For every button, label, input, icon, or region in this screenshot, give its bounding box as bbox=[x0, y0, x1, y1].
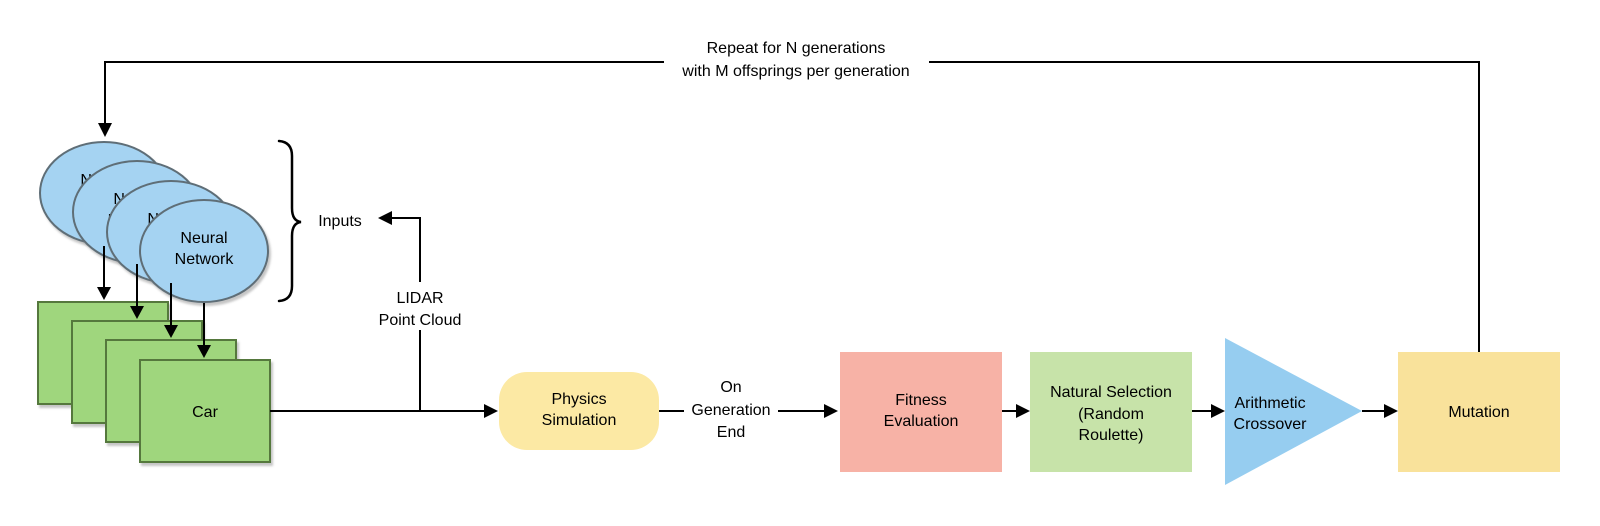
fitness-evaluation-label-line2: Evaluation bbox=[884, 413, 959, 430]
repeat-label-line2: with M offsprings per generation bbox=[681, 63, 909, 80]
lidar-line bbox=[392, 217, 421, 411]
selection-to-crossover-arrow bbox=[1192, 404, 1225, 418]
fitness-evaluation-node bbox=[840, 352, 1002, 472]
neural-network-node-4 bbox=[139, 199, 269, 303]
generation-loop-connector bbox=[98, 61, 1480, 352]
car-node-4 bbox=[139, 359, 271, 463]
on-generation-end-line3: End bbox=[717, 424, 745, 441]
car-to-physics-arrow bbox=[270, 404, 498, 418]
arrowhead-right-icon bbox=[484, 404, 498, 418]
arrowhead-left-icon bbox=[378, 211, 392, 225]
nn-to-car-arrow-2 bbox=[130, 264, 144, 319]
arithmetic-crossover-node bbox=[1225, 338, 1362, 485]
neural-network-label-4-line2: Network bbox=[175, 251, 235, 268]
physics-simulation-node bbox=[499, 372, 659, 450]
loop-arrowhead-down-icon bbox=[98, 123, 112, 137]
lidar-label-backdrop bbox=[372, 282, 468, 330]
lidar-label-line1: LIDAR bbox=[396, 290, 443, 307]
natural-selection-label-line3: Roulette) bbox=[1079, 427, 1144, 444]
arrowhead-right-icon bbox=[1384, 404, 1398, 418]
natural-selection-label-line1: Natural Selection bbox=[1050, 384, 1172, 401]
arrowhead-down-icon bbox=[197, 345, 211, 358]
nn-to-car-arrow-3 bbox=[164, 283, 178, 338]
natural-selection-label-line2: (Random bbox=[1078, 406, 1144, 423]
physics-simulation-label-line1: Physics bbox=[551, 391, 606, 408]
lidar-label-line2: Point Cloud bbox=[379, 312, 462, 329]
inputs-brace bbox=[277, 139, 302, 303]
arithmetic-crossover-label-line1: Arithmetic bbox=[1234, 395, 1305, 412]
crossover-to-mutation-arrow bbox=[1362, 404, 1398, 418]
arrowhead-down-icon bbox=[164, 325, 178, 338]
fitness-evaluation-label-line1: Fitness bbox=[895, 392, 947, 409]
lidar-connector bbox=[378, 211, 421, 411]
repeat-label-backdrop bbox=[664, 38, 929, 82]
nn-to-car-arrow-4 bbox=[197, 303, 211, 358]
mutation-node bbox=[1398, 352, 1560, 472]
fitness-to-selection-arrow bbox=[1002, 404, 1030, 418]
arrowhead-right-icon bbox=[824, 404, 838, 418]
car-label-4: Car bbox=[192, 404, 218, 421]
physics-simulation-label-line2: Simulation bbox=[542, 412, 617, 429]
repeat-label-line1: Repeat for N generations bbox=[707, 40, 886, 57]
mutation-label: Mutation bbox=[1448, 404, 1509, 421]
arrowhead-right-icon bbox=[1211, 404, 1225, 418]
on-generation-end-line1: On bbox=[720, 379, 741, 396]
natural-selection-node bbox=[1030, 352, 1192, 472]
arithmetic-crossover-label-line2: Crossover bbox=[1234, 416, 1308, 433]
arrowhead-down-icon bbox=[97, 287, 111, 300]
nn-to-car-arrow-1 bbox=[97, 246, 111, 300]
on-generation-end-line2: Generation bbox=[691, 402, 770, 419]
arrowhead-right-icon bbox=[1016, 404, 1030, 418]
neural-network-label-4-line1: Neural bbox=[180, 230, 227, 247]
inputs-label: Inputs bbox=[318, 213, 362, 230]
on-generation-end-backdrop bbox=[684, 374, 778, 444]
arrowhead-down-icon bbox=[130, 306, 144, 319]
generation-loop-line bbox=[104, 61, 1480, 352]
